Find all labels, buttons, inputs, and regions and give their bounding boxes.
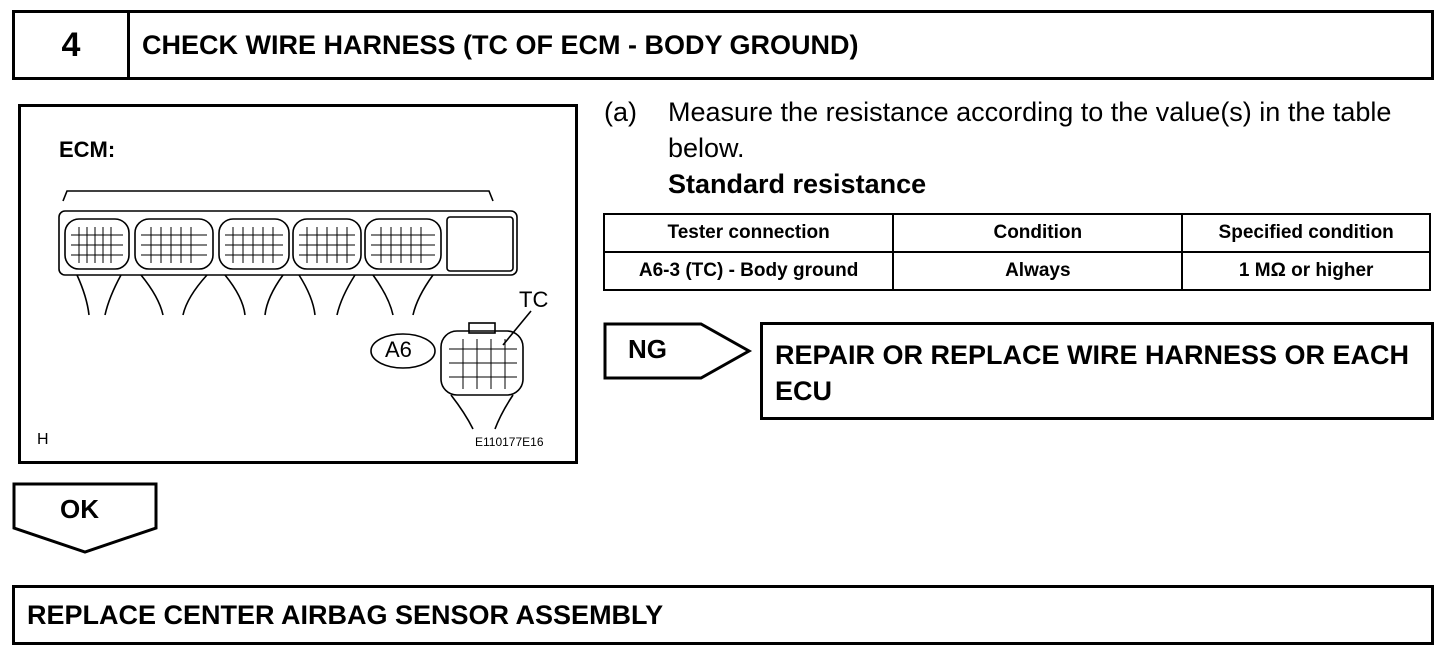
ecm-label: ECM: <box>59 137 116 162</box>
step-header: 4 CHECK WIRE HARNESS (TC OF ECM - BODY G… <box>12 10 1434 80</box>
ng-arrow-icon <box>603 322 753 380</box>
ecm-connector-illustration: ECM: A6 TC H E110177E16 <box>18 104 578 464</box>
table-header-row: Tester connection Condition Specified co… <box>602 213 1431 253</box>
standard-resistance-heading: Standard resistance <box>668 169 927 199</box>
ok-label: OK <box>60 494 99 524</box>
figure-corner-mark: H <box>37 431 49 448</box>
table-row: A6-3 (TC) - Body ground Always 1 MΩ or h… <box>602 251 1431 291</box>
instruction-text: Measure the resistance according to the … <box>668 97 1392 163</box>
next-step-box: REPLACE CENTER AIRBAG SENSOR ASSEMBLY <box>12 585 1434 645</box>
ecm-connector-drawing <box>58 190 532 430</box>
table-cell: A6-3 (TC) - Body ground <box>602 251 895 291</box>
step-title: CHECK WIRE HARNESS (TC OF ECM - BODY GRO… <box>142 29 859 60</box>
ng-action-box: REPAIR OR REPLACE WIRE HARNESS OR EACH E… <box>760 322 1434 420</box>
step-number: 4 <box>15 13 130 77</box>
table-cell: Always <box>892 251 1184 291</box>
table-header: Specified condition <box>1181 213 1431 253</box>
table-cell: 1 MΩ or higher <box>1181 251 1431 291</box>
table-header: Condition <box>892 213 1184 253</box>
figure-id: E110177E16 <box>475 435 544 449</box>
standard-resistance-table: Tester connection Condition Specified co… <box>602 213 1431 291</box>
ok-arrow-icon <box>12 482 158 554</box>
table-header: Tester connection <box>602 213 895 253</box>
connector-a6-label: A6 <box>385 337 412 362</box>
ng-label: NG <box>628 334 667 364</box>
instruction-block: (a) Measure the resistance according to … <box>604 94 1434 202</box>
instruction-marker: (a) <box>604 97 637 127</box>
tc-pin-label: TC <box>519 287 549 312</box>
